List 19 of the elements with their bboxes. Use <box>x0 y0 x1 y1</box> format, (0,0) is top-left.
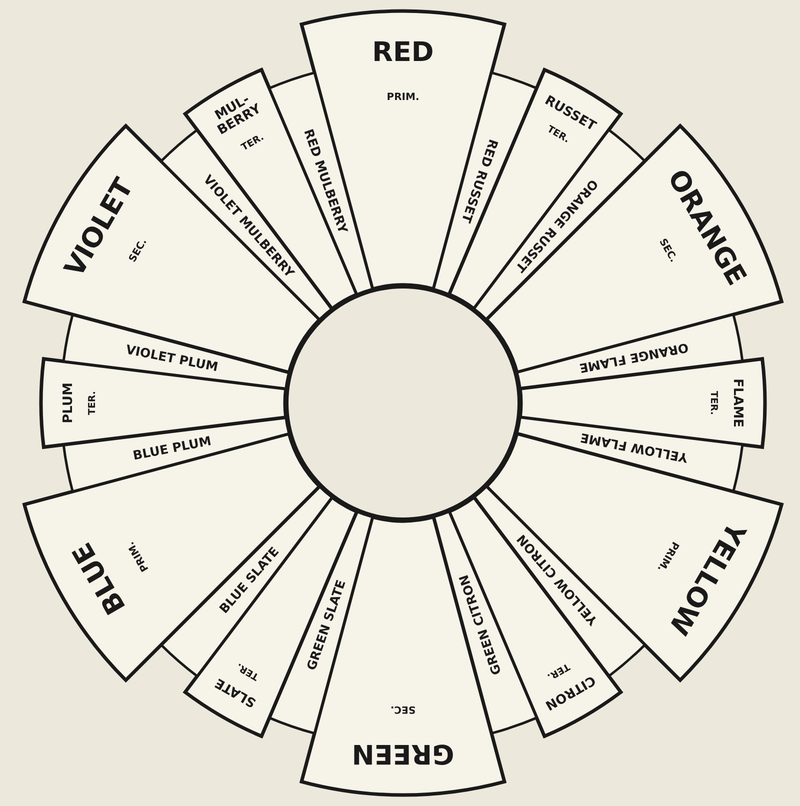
class-label: PRIM. <box>386 92 420 104</box>
color-name: GREEN <box>352 738 454 768</box>
class-label: TER. <box>545 661 571 682</box>
color-segment <box>183 496 359 738</box>
class-label: TER. <box>88 390 98 416</box>
color-segment <box>447 68 623 310</box>
class-label: TER. <box>708 390 718 416</box>
color-name: BLUE PLUM <box>132 434 213 462</box>
color-name: PLUM <box>62 382 76 424</box>
color-name: ORANGE FLAME <box>578 341 690 376</box>
color-name: YELLOW FLAME <box>578 430 688 465</box>
class-label: TER. <box>240 132 266 154</box>
center-circle <box>286 286 520 520</box>
class-label: SEC. <box>390 702 416 714</box>
color-segment <box>447 496 623 738</box>
color-name: RED <box>372 38 434 68</box>
color-segment <box>183 68 359 310</box>
color-name: VIOLET PLUM <box>125 342 220 374</box>
color-name: FLAME <box>730 378 744 428</box>
